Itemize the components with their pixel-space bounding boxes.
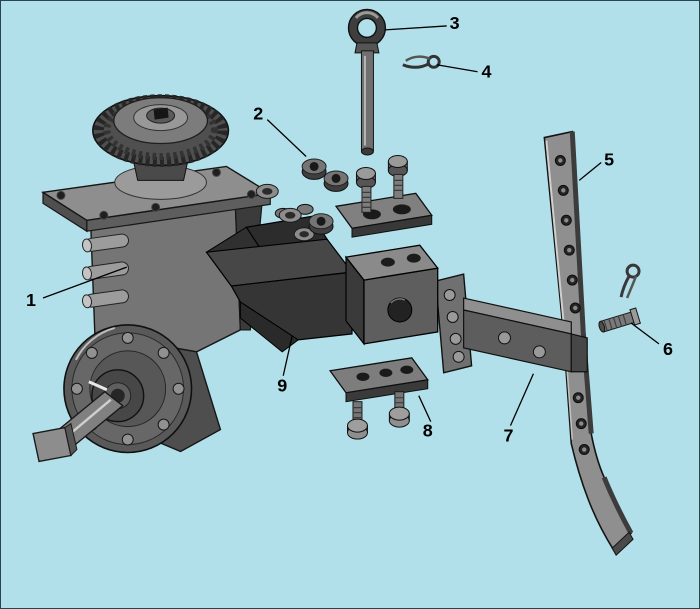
callout-4: 4	[482, 62, 492, 82]
callout-7: 7	[503, 426, 513, 446]
callout-1: 1	[26, 290, 36, 310]
callout-labels: 1 2 3 4 5 6 7 8 9	[26, 13, 673, 446]
hex-nuts-and-washers	[255, 158, 349, 242]
output-shaft	[32, 390, 124, 463]
clevis-pin	[598, 307, 641, 333]
callout-2: 2	[253, 104, 263, 124]
clamp-bolt-heads	[443, 289, 546, 363]
clamp-bracket	[434, 273, 588, 374]
hex-nut	[301, 158, 327, 180]
gearbox-side-bosses	[81, 233, 130, 309]
gear-shaft-hole	[153, 107, 169, 120]
leader-lines	[42, 25, 660, 426]
tine-bar	[543, 130, 634, 556]
callout-8: 8	[423, 421, 433, 441]
hex-nut	[308, 213, 334, 235]
support-arm	[205, 203, 354, 353]
bevel-gear	[92, 94, 230, 167]
eye-bolt	[347, 8, 387, 156]
hairpin-clip	[402, 54, 441, 69]
gearbox	[32, 94, 273, 463]
upper-clamp-plate	[334, 192, 433, 238]
callout-9: 9	[277, 376, 287, 396]
callout-3: 3	[450, 13, 460, 33]
callout-6: 6	[663, 339, 673, 359]
hex-nut	[323, 170, 349, 192]
tine-bar-holes	[554, 154, 590, 456]
clip-and-clevis-pin	[598, 263, 641, 333]
hex-bolt-top-left	[355, 166, 376, 213]
hex-bolt-bottom-right	[388, 391, 410, 428]
lower-clamp-plate	[328, 357, 429, 403]
hitch-bracket	[344, 244, 439, 346]
flange-holes	[56, 167, 256, 220]
hex-bolt-top-right	[387, 154, 408, 199]
callout-5: 5	[604, 149, 614, 169]
washer	[255, 183, 279, 199]
hex-bolt-bottom-left	[347, 401, 368, 440]
bracket-hole	[387, 297, 413, 323]
washer	[278, 207, 302, 223]
washer	[293, 227, 315, 242]
